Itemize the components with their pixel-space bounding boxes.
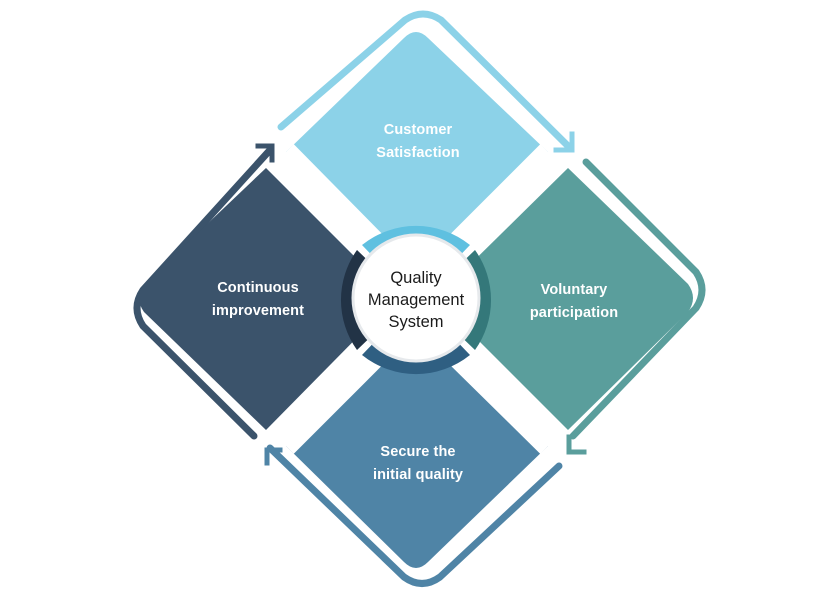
center-label-line-2: Management	[368, 291, 465, 309]
segment-bottom	[286, 316, 548, 568]
label-bottom-line-1: Secure the	[380, 444, 455, 460]
arrow-bottom-to-left	[266, 444, 563, 587]
label-left-line-1: Continuous	[217, 280, 299, 296]
arrow-head-right-bottom	[566, 434, 587, 455]
label-right-line-2: participation	[530, 305, 618, 321]
center-label-line-1: Quality	[390, 269, 442, 287]
segment-labels: Customer Satisfaction Voluntary particip…	[212, 122, 618, 483]
segment-right	[436, 168, 693, 430]
segment-top	[286, 32, 548, 284]
label-top-line-2: Satisfaction	[376, 145, 459, 161]
arrow-head-left-top	[255, 143, 275, 163]
arrow-right-to-bottom	[569, 158, 706, 440]
label-left-line-2: improvement	[212, 303, 304, 319]
label-right-line-1: Voluntary	[541, 282, 608, 298]
label-top-line-1: Customer	[384, 122, 453, 138]
label-bottom-line-2: initial quality	[373, 467, 463, 483]
arrow-head-bottom-left	[264, 447, 283, 466]
cycle-arrows	[133, 10, 706, 587]
segment-left	[139, 168, 396, 430]
center-label-line-3: System	[388, 313, 443, 331]
segments	[139, 32, 693, 568]
arrow-head-top-right	[553, 131, 575, 153]
center-hub: Quality Management System	[351, 233, 481, 363]
arrow-top-to-right	[277, 10, 572, 150]
